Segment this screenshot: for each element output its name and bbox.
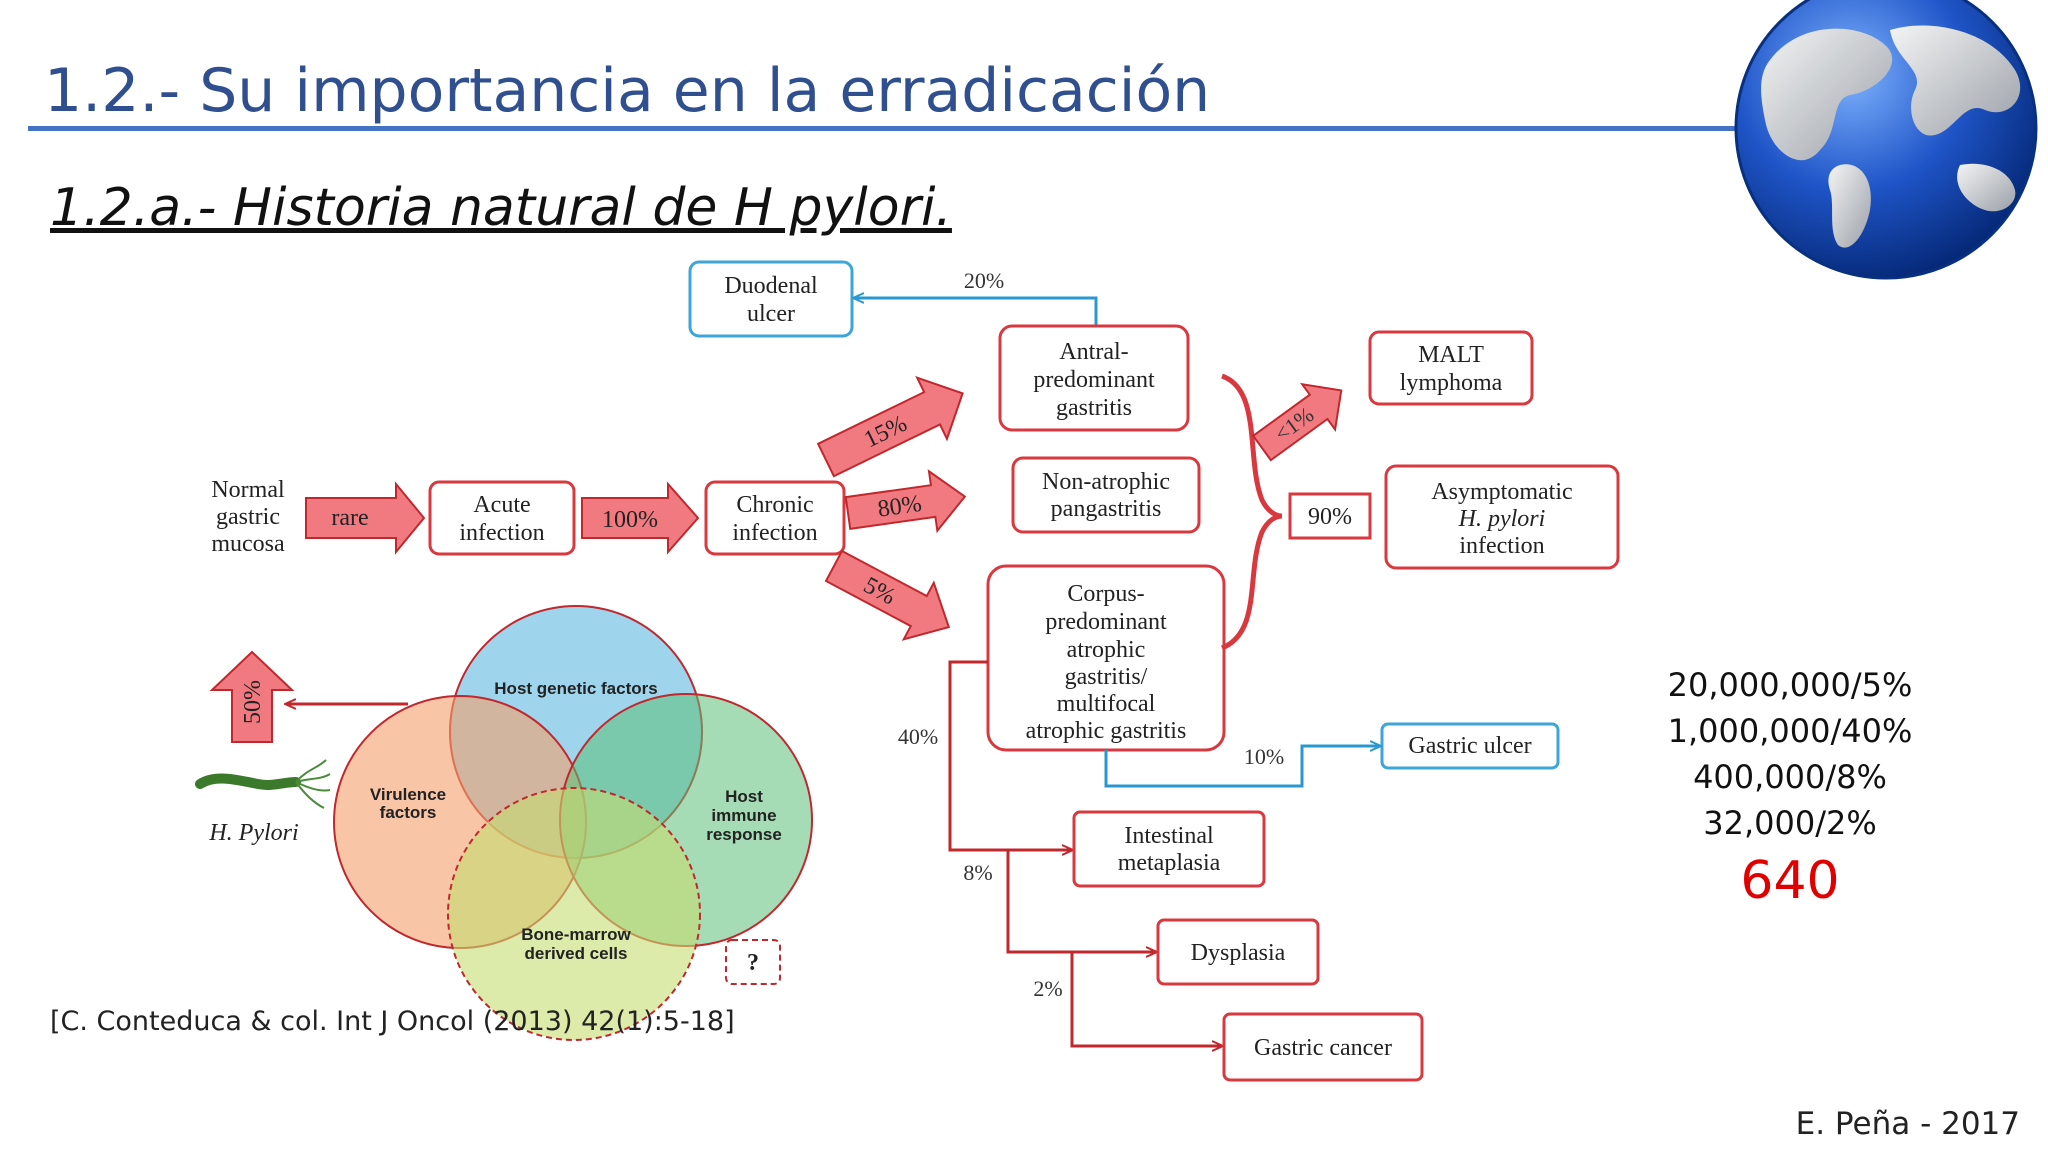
- rare-arrow: [305, 481, 426, 555]
- dysplasia-box: [1156, 918, 1320, 986]
- venn-host-immune-label-2: immune: [711, 806, 776, 825]
- asymptomatic-box: [1384, 464, 1620, 570]
- corpus-label-3: atrophic: [1067, 637, 1146, 663]
- pct40-connector: [948, 660, 1072, 850]
- slide-title: 1.2.- Su importancia en la erradicación: [44, 56, 1211, 126]
- dysplasia-label: Dysplasia: [1191, 940, 1286, 966]
- pct50-arrow: [209, 650, 295, 743]
- venn-virulence-label-2: factors: [380, 803, 437, 822]
- malt-label-1: MALT: [1418, 342, 1484, 368]
- chronic-infection-box: [704, 480, 846, 556]
- chronic-infection-label-2: infection: [732, 520, 817, 546]
- stats-block: 20,000,000/5% 1,000,000/40% 400,000/8% 3…: [1640, 662, 1940, 914]
- stat-line-4: 32,000/2%: [1703, 804, 1877, 842]
- venn-host-genetic-label: Host genetic factors: [494, 679, 657, 698]
- pct10-label: 10%: [1244, 744, 1284, 769]
- pct90-box: [1288, 492, 1372, 540]
- venn-bone-marrow-label-2: derived cells: [524, 944, 627, 963]
- pct8-connector: [950, 848, 1156, 952]
- venn-bone-marrow-label-1: Bone-marrow: [521, 925, 631, 944]
- pct100-label: 100%: [602, 507, 658, 533]
- metaplasia-label-1: Intestinal: [1124, 823, 1214, 849]
- antral-gastritis-box: [998, 324, 1190, 432]
- citation: [C. Conteduca & col. Int J Oncol (2013) …: [50, 1006, 735, 1037]
- pct10-connector: [1104, 746, 1380, 788]
- asymptomatic-label-2: H. pylori: [1458, 506, 1546, 532]
- pct80-label: 80%: [876, 491, 923, 523]
- corpus-label-5: multifocal: [1057, 691, 1156, 717]
- slide-subtitle: 1.2.a.- Historia natural de H pylori.: [50, 178, 952, 238]
- antral-label-3: gastritis: [1056, 395, 1132, 421]
- venn-diagram: [333, 605, 813, 1041]
- venn-bone-marrow-circle: [447, 787, 701, 1041]
- corpus-label-2: predominant: [1045, 609, 1167, 635]
- stat-total: 640: [1740, 851, 1840, 911]
- acute-infection-label-2: infection: [459, 520, 544, 546]
- rare-label: rare: [331, 505, 368, 531]
- metaplasia-label-2: metaplasia: [1118, 850, 1221, 876]
- unknown-factor-label: ?: [747, 950, 759, 976]
- venn-host-immune-label-3: response: [706, 825, 782, 844]
- acute-infection-label-1: Acute: [473, 492, 530, 518]
- normal-mucosa-label-1: Normal: [211, 477, 285, 503]
- pct20-label: 20%: [964, 268, 1004, 293]
- malt-lymphoma-box: [1368, 330, 1534, 406]
- non-atrophic-label-2: pangastritis: [1051, 496, 1162, 522]
- bacterium-icon: [195, 759, 331, 809]
- stat-line-2: 1,000,000/40%: [1667, 712, 1913, 750]
- unknown-factor-box: [725, 939, 781, 985]
- non-atrophic-box: [1011, 456, 1201, 534]
- corpus-label-6: atrophic gastritis: [1026, 718, 1187, 744]
- pct2-label: 2%: [1033, 976, 1062, 1001]
- globe-icon: [1734, 0, 2038, 280]
- stat-line-3: 400,000/8%: [1693, 758, 1887, 796]
- pct20-connector: [854, 298, 1098, 326]
- asymptomatic-label-1: Asymptomatic: [1431, 479, 1572, 505]
- gastric-cancer-label: Gastric cancer: [1254, 1035, 1392, 1061]
- venn-virulence-label-1: Virulence: [370, 785, 446, 804]
- pct80-arrow: 80%: [844, 469, 967, 534]
- duodenal-ulcer-label-2: ulcer: [747, 301, 795, 327]
- h-pylori-label: H. Pylori: [208, 820, 298, 846]
- venn-host-immune-label-1: Host: [725, 787, 763, 806]
- pct40-label: 40%: [898, 724, 938, 749]
- pct50-label: 50%: [240, 680, 266, 724]
- duodenal-ulcer-label-1: Duodenal: [724, 273, 818, 299]
- intestinal-metaplasia-box: [1072, 810, 1266, 888]
- gastric-ulcer-label: Gastric ulcer: [1408, 733, 1531, 759]
- grouping-brace: [1220, 373, 1283, 651]
- antral-label-2: predominant: [1033, 367, 1155, 393]
- normal-mucosa-label-2: gastric: [216, 504, 280, 530]
- gastric-cancer-box: [1222, 1012, 1424, 1082]
- pct2-connector: [1008, 950, 1222, 1046]
- stat-line-1: 20,000,000/5%: [1667, 666, 1913, 704]
- asymptomatic-label-3: infection: [1459, 533, 1544, 559]
- author-footer: E. Peña - 2017: [1795, 1106, 2020, 1142]
- pct8-label: 8%: [963, 860, 992, 885]
- pct100-arrow: [581, 481, 700, 555]
- pct90-label: 90%: [1308, 504, 1352, 530]
- normal-mucosa-label-3: mucosa: [211, 531, 285, 557]
- non-atrophic-label-1: Non-atrophic: [1042, 469, 1170, 495]
- title-rule: [28, 126, 1736, 131]
- pct5-arrow: 5%: [824, 549, 951, 641]
- pct15-arrow: 15%: [816, 375, 964, 478]
- chronic-infection-label-1: Chronic: [736, 492, 813, 518]
- corpus-label-4: gastritis/: [1065, 664, 1148, 690]
- pct-lt1-arrow: <1%: [1251, 382, 1343, 462]
- antral-label-1: Antral-: [1059, 339, 1128, 365]
- gastric-ulcer-box: [1380, 722, 1560, 770]
- corpus-label-1: Corpus-: [1067, 581, 1144, 607]
- acute-infection-box: [428, 480, 576, 556]
- malt-label-2: lymphoma: [1400, 370, 1503, 396]
